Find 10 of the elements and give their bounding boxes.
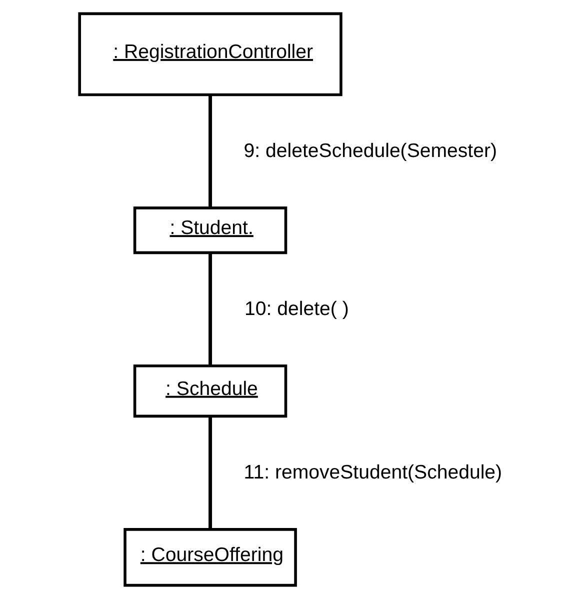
connector	[208, 94, 212, 208]
node-box: : CourseOffering	[123, 528, 296, 587]
edge-label: 11: removeStudent(Schedule)	[243, 462, 502, 484]
edge-label: 9: deleteSchedule(Semester)	[243, 140, 496, 162]
node-box: : Schedule	[132, 364, 287, 418]
connector	[208, 416, 212, 529]
node-box: : RegistrationController	[78, 12, 342, 96]
connector	[208, 253, 212, 366]
node-box: : Student.	[132, 206, 287, 254]
edge-label: 10: delete( )	[244, 298, 348, 320]
